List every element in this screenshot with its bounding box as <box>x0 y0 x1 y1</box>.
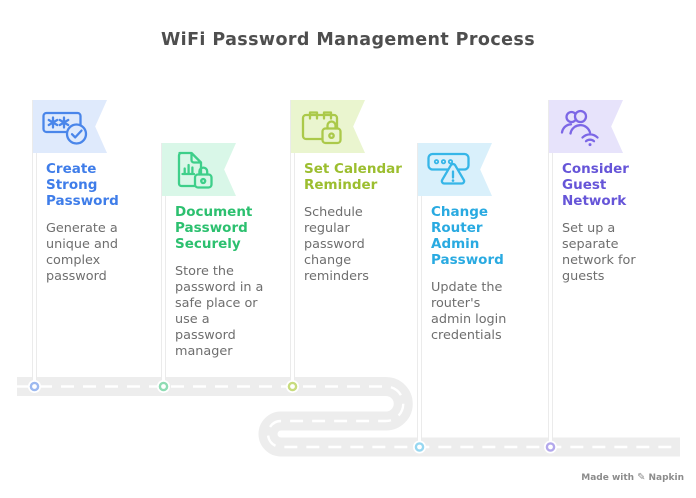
step-description: Generate a unique and complex password <box>46 221 119 284</box>
step-description: Update the router's admin login credenti… <box>431 280 507 343</box>
step-heading: Document Password Securely <box>175 204 253 252</box>
step-heading: Consider Guest Network <box>562 161 629 209</box>
calendar-lock-icon <box>301 110 342 144</box>
watermark-text: Made with <box>581 472 635 483</box>
milestone-dot <box>414 442 425 452</box>
flag-poles <box>32 100 553 447</box>
step-heading: Change Router Admin Password <box>431 204 504 268</box>
watermark: Made with ✎ Napkin <box>581 472 684 483</box>
router-warning-icon <box>427 152 470 185</box>
step-change-router-admin-password: Change Router Admin Password Update the … <box>418 143 544 344</box>
password-check-icon <box>42 111 88 145</box>
step-create-strong-password: Create Strong Password Generate a unique… <box>33 100 159 285</box>
flag-banner <box>418 143 492 196</box>
step-description: Schedule regular password change reminde… <box>304 205 369 284</box>
flag-banner <box>162 143 236 196</box>
flag-banner <box>549 100 623 153</box>
milestone-dot <box>545 442 556 452</box>
step-set-calendar-reminder: Set Calendar Reminder Schedule regular p… <box>291 100 417 285</box>
road-surface <box>17 377 680 457</box>
users-wifi-icon <box>560 109 599 146</box>
step-description: Set up a separate network for guests <box>562 221 636 284</box>
pencil-icon: ✎ <box>637 472 646 483</box>
watermark-brand: Napkin <box>648 472 684 483</box>
milestone-dot <box>29 381 40 392</box>
step-document-password-securely: Document Password Securely Store the pas… <box>162 143 288 360</box>
step-consider-guest-network: Consider Guest Network Set up a separate… <box>549 100 675 285</box>
document-lock-icon <box>177 151 213 189</box>
milestone-dots <box>28 380 557 454</box>
milestone-dot <box>158 381 169 392</box>
flag-banner <box>33 100 107 153</box>
step-heading: Set Calendar Reminder <box>304 161 402 193</box>
page-title: WiFi Password Management Process <box>160 30 536 50</box>
road-center-line <box>17 385 680 449</box>
step-description: Store the password in a safe place or us… <box>175 264 264 359</box>
milestone-dot <box>287 381 298 392</box>
flag-banner <box>291 100 365 153</box>
step-heading: Create Strong Password <box>46 161 119 209</box>
